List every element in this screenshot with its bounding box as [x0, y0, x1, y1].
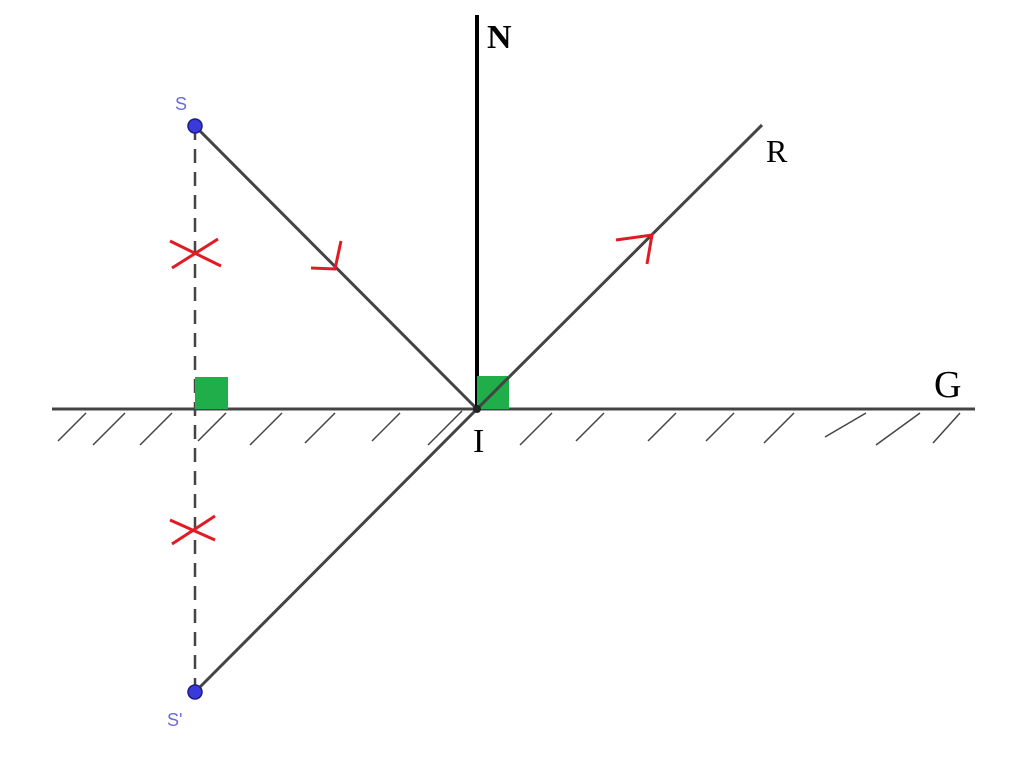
incident-arrow-icon: [310, 240, 343, 271]
mirror-hatching: [57, 410, 961, 446]
image-point: [187, 684, 203, 700]
source-point: [187, 118, 203, 134]
image-extension-line: [193, 407, 479, 694]
reflected-arrow-icon: [615, 233, 654, 265]
incidence-point: [473, 405, 481, 413]
equal-distance-mark-lower: [169, 514, 216, 546]
equal-distance-mark-upper: [169, 237, 222, 270]
label-normal: N: [487, 19, 512, 56]
label-image: S': [167, 710, 182, 730]
right-angle-marker-left: [195, 377, 228, 409]
reflected-ray: [475, 123, 764, 411]
label-source: S: [175, 94, 187, 114]
reflected-ray-over-marker: [475, 375, 511, 411]
label-reflected: R: [766, 133, 788, 169]
label-incidence-point: I: [473, 423, 484, 460]
label-mirror: G: [934, 364, 961, 406]
